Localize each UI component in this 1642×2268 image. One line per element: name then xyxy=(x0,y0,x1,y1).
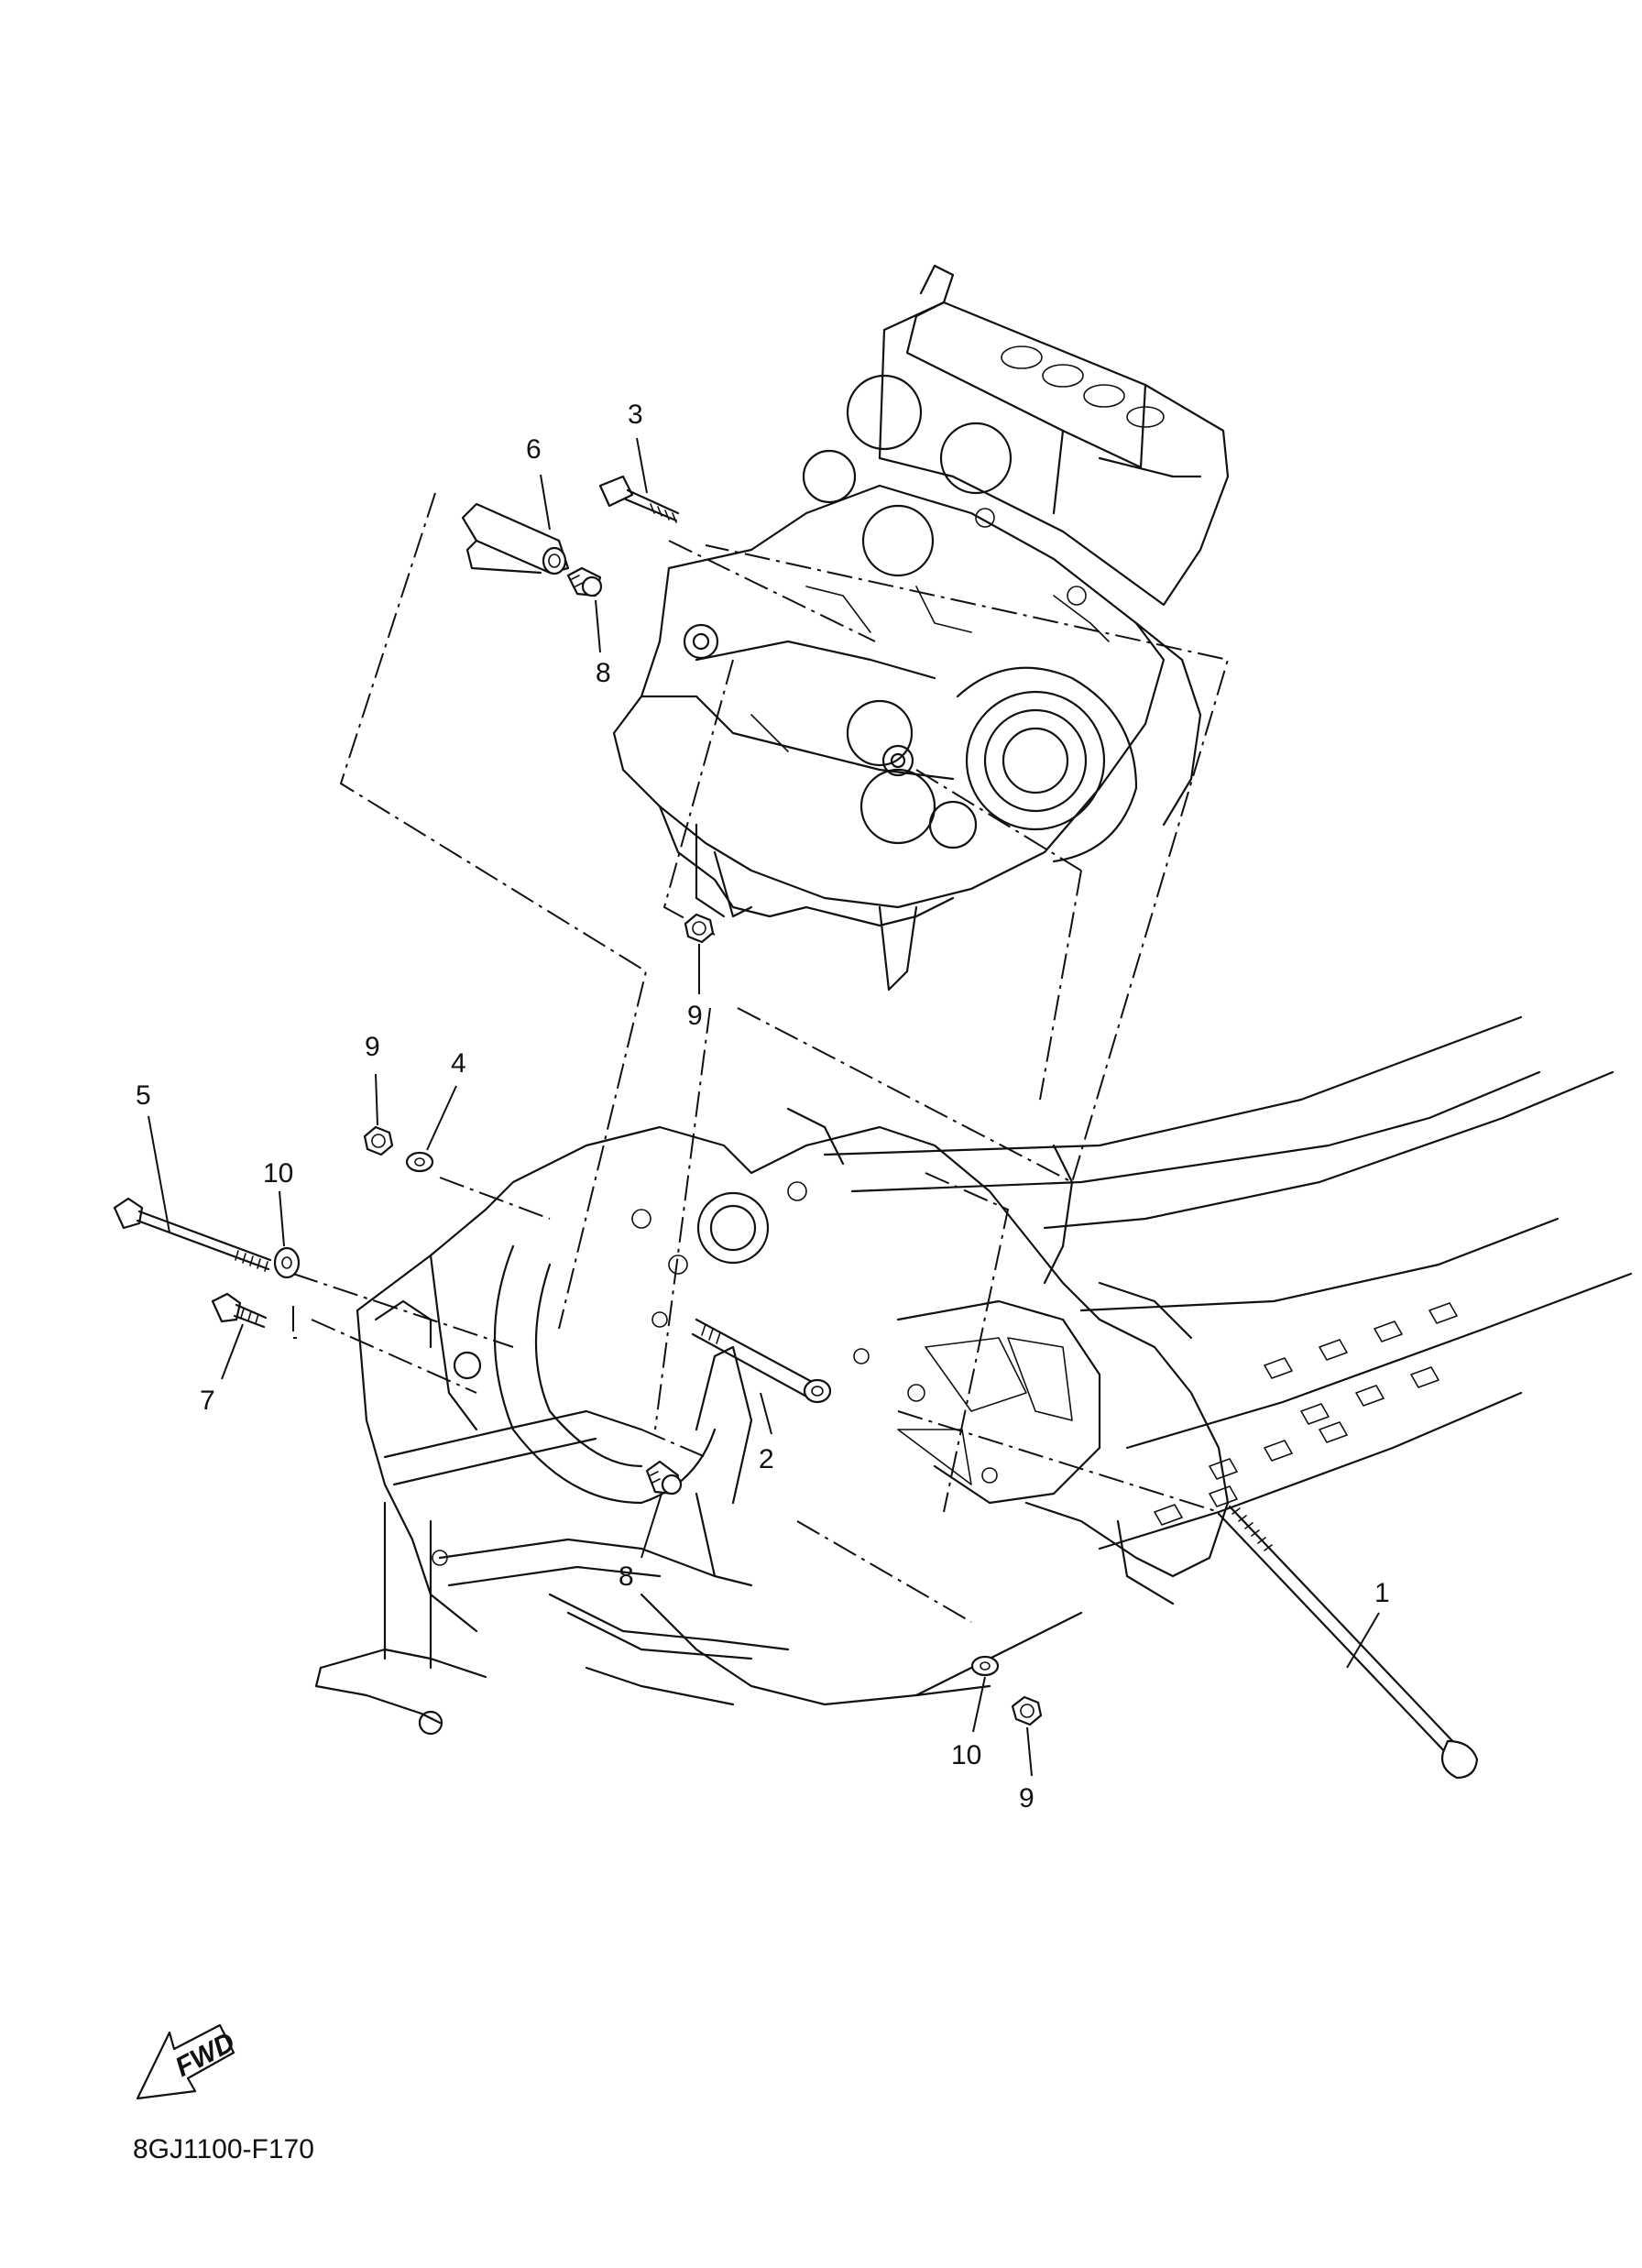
callout-8-lower: 8 xyxy=(618,1561,634,1592)
part-washer-10-right xyxy=(970,1655,1000,1677)
drawing-code: 8GJ1100-F170 xyxy=(133,2134,314,2164)
part-bolt-5 xyxy=(113,1197,272,1272)
callout-9-left: 9 xyxy=(365,1032,380,1062)
callout-7: 7 xyxy=(200,1386,215,1416)
part-bracket-6 xyxy=(461,502,570,575)
callout-9-engine: 9 xyxy=(687,1001,703,1031)
part-nut-9-right xyxy=(1011,1695,1043,1726)
engine-assembly xyxy=(612,264,1230,992)
fwd-arrow-icon: FWD xyxy=(136,2023,240,2100)
part-nut-9-engine xyxy=(684,913,715,944)
part-collar-2 xyxy=(691,1318,832,1404)
part-damper-8-upper xyxy=(566,566,603,597)
leader-lines xyxy=(148,437,1380,1777)
callout-5: 5 xyxy=(136,1080,151,1111)
callout-9-right: 9 xyxy=(1019,1783,1034,1813)
callout-8-upper: 8 xyxy=(596,658,611,688)
part-nut-9-left xyxy=(363,1125,394,1156)
part-bolt-7 xyxy=(211,1292,268,1329)
part-bolt-1 xyxy=(1217,1505,1479,1780)
callouts: 3 6 8 9 9 4 5 10 7 2 8 10 9 1 xyxy=(136,400,1390,1813)
callout-1: 1 xyxy=(1374,1578,1390,1608)
part-damper-8-lower xyxy=(645,1460,683,1496)
callout-2: 2 xyxy=(759,1444,774,1474)
part-bolt-3 xyxy=(598,475,680,523)
part-washer-4 xyxy=(405,1151,434,1173)
callout-10-right: 10 xyxy=(951,1740,981,1770)
part-washer-10-left xyxy=(273,1246,301,1279)
callout-4: 4 xyxy=(451,1048,466,1079)
callout-6: 6 xyxy=(526,434,542,465)
callout-3: 3 xyxy=(628,400,643,430)
callout-10-left: 10 xyxy=(263,1158,293,1189)
frame-assembly xyxy=(314,1015,1633,1736)
assembly-lines xyxy=(292,492,1230,1623)
fwd-label: FWD xyxy=(170,2027,240,2083)
tunnel-slots xyxy=(1154,1302,1458,1526)
